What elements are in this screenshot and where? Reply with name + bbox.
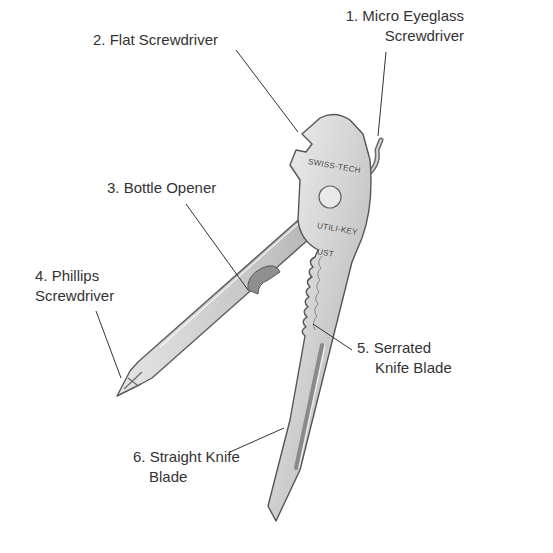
- pivot-rivet: [319, 186, 341, 208]
- leader-line: [96, 311, 121, 378]
- leader-line: [313, 324, 352, 350]
- blade-groove-shine: [299, 346, 325, 468]
- phillips-arm: [117, 207, 327, 396]
- callout-label: 5. Serrated Knife Blade: [357, 338, 465, 378]
- phillips-tip-cross: [124, 372, 142, 389]
- callout-label: 6. Straight Knife Blade: [133, 447, 241, 487]
- serration-inner: [313, 256, 322, 330]
- callout-label: 2. Flat Screwdriver: [93, 30, 218, 50]
- arm-bevel: [160, 222, 300, 347]
- bottle-opener-notch: [248, 266, 280, 294]
- leader-line: [378, 52, 386, 136]
- callout-label: 3. Bottle Opener: [107, 178, 216, 198]
- key-body: [268, 114, 371, 521]
- engraved-text: SWISS-TECH: [307, 157, 361, 176]
- callout-label: 1. Micro Eyeglass Screwdriver: [322, 6, 464, 46]
- engraved-text: UST: [316, 247, 334, 260]
- leader-line: [236, 50, 298, 132]
- callout-label: 4. Phillips Screwdriver: [35, 266, 135, 306]
- leader-line: [186, 204, 248, 290]
- blade-groove: [296, 345, 322, 468]
- engraved-text: UTILI-KEY: [316, 221, 358, 238]
